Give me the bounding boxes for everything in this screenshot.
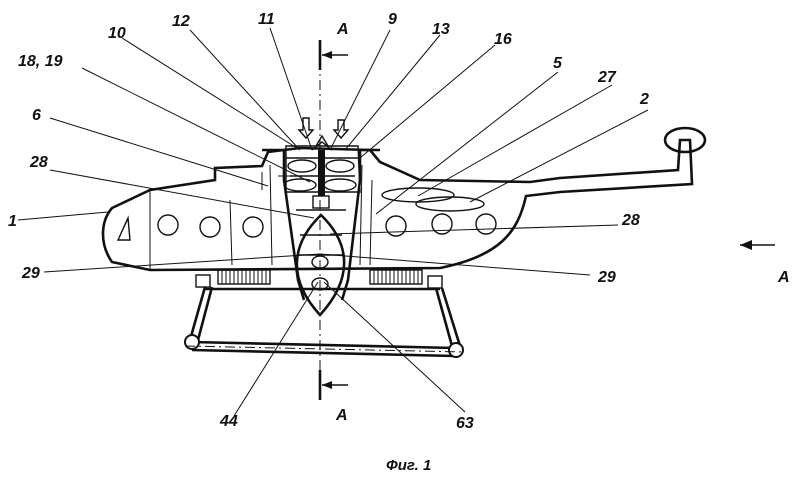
label-13: 13 [432, 21, 450, 38]
label-29-left: 29 [21, 265, 40, 282]
label-10: 10 [108, 25, 126, 42]
label-9: 9 [388, 11, 397, 28]
label-6: 6 [32, 107, 41, 124]
label-44: 44 [219, 413, 238, 430]
figure-caption: Фиг. 1 [386, 457, 431, 474]
landing-gear [184, 269, 466, 358]
label-5: 5 [553, 55, 563, 72]
section-line [318, 40, 775, 400]
fuselage [101, 126, 707, 272]
reference-labels: 10 12 11 A 9 13 16 18, 19 5 27 2 6 28 1 … [8, 11, 790, 474]
label-63: 63 [456, 415, 474, 432]
label-28-left: 28 [29, 154, 48, 171]
label-2: 2 [639, 91, 649, 108]
label-12: 12 [172, 13, 190, 30]
label-27: 27 [597, 69, 617, 86]
label-16: 16 [494, 31, 512, 48]
label-section-a-right: A [777, 269, 790, 286]
label-11: 11 [258, 11, 275, 28]
label-18-19: 18, 19 [18, 53, 63, 70]
label-section-a-top: A [336, 21, 349, 38]
leader-lines [17, 27, 649, 417]
label-section-a-bottom: A [335, 407, 348, 424]
label-29-right: 29 [597, 269, 616, 286]
label-1: 1 [8, 213, 17, 230]
label-28-right: 28 [621, 212, 640, 229]
